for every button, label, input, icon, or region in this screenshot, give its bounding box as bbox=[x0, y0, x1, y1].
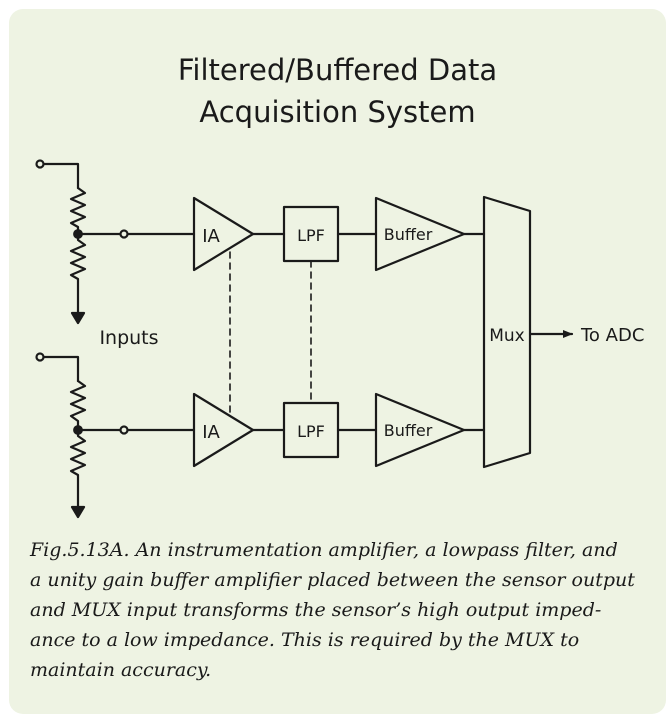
input-channel-2 bbox=[35, 352, 486, 519]
potentiometer-lower-resistor-2 bbox=[69, 428, 87, 509]
mux-label: Mux bbox=[489, 326, 525, 346]
node-terminal-2 bbox=[119, 425, 129, 435]
input-channel-1 bbox=[35, 159, 486, 325]
ground-arrow-2 bbox=[70, 505, 86, 519]
input-terminal-2 bbox=[35, 352, 45, 362]
caption-line-4: ance to a low impedance. This is require… bbox=[30, 629, 580, 651]
ground-arrow-1 bbox=[70, 311, 86, 325]
adc-output-label: To ADC bbox=[580, 325, 644, 346]
caption-line-2: a unity gain buffer amplifier placed bet… bbox=[30, 569, 635, 591]
lpf-label-1: LPF bbox=[297, 226, 325, 245]
figure-caption: Fig.5.13A. An instrumentation amplifier,… bbox=[30, 535, 642, 685]
input-wire-1 bbox=[42, 162, 80, 190]
lpf-label-2: LPF bbox=[297, 422, 325, 441]
ia-label-1: IA bbox=[202, 226, 220, 247]
input-wire-2 bbox=[42, 355, 80, 383]
inputs-label: Inputs bbox=[99, 327, 158, 349]
potentiometer-upper-resistor-1 bbox=[69, 186, 87, 236]
ia-amplifier-2 bbox=[192, 392, 255, 468]
caption-line-1: Fig.5.13A. An instrumentation amplifier,… bbox=[30, 539, 618, 561]
buffer-label-1: Buffer bbox=[384, 225, 433, 244]
buffer-amplifier-2 bbox=[374, 392, 466, 468]
diagram-title-line-2: Acquisition System bbox=[199, 95, 476, 129]
input-terminal-1 bbox=[35, 159, 45, 169]
figure-panel bbox=[9, 9, 666, 714]
potentiometer-upper-resistor-2 bbox=[69, 379, 87, 432]
ia-label-2: IA bbox=[202, 422, 220, 443]
caption-line-5: maintain accuracy. bbox=[30, 659, 212, 681]
diagram-title-line-1: Filtered/Buffered Data bbox=[177, 53, 498, 87]
potentiometer-lower-resistor-1 bbox=[69, 232, 87, 315]
node-terminal-1 bbox=[119, 229, 129, 239]
mux-block bbox=[482, 195, 532, 469]
caption-line-3: and MUX input transforms the sensor’s hi… bbox=[30, 599, 602, 621]
buffer-amplifier-1 bbox=[374, 196, 466, 272]
buffer-label-2: Buffer bbox=[384, 421, 433, 440]
ia-amplifier-1 bbox=[192, 196, 255, 272]
